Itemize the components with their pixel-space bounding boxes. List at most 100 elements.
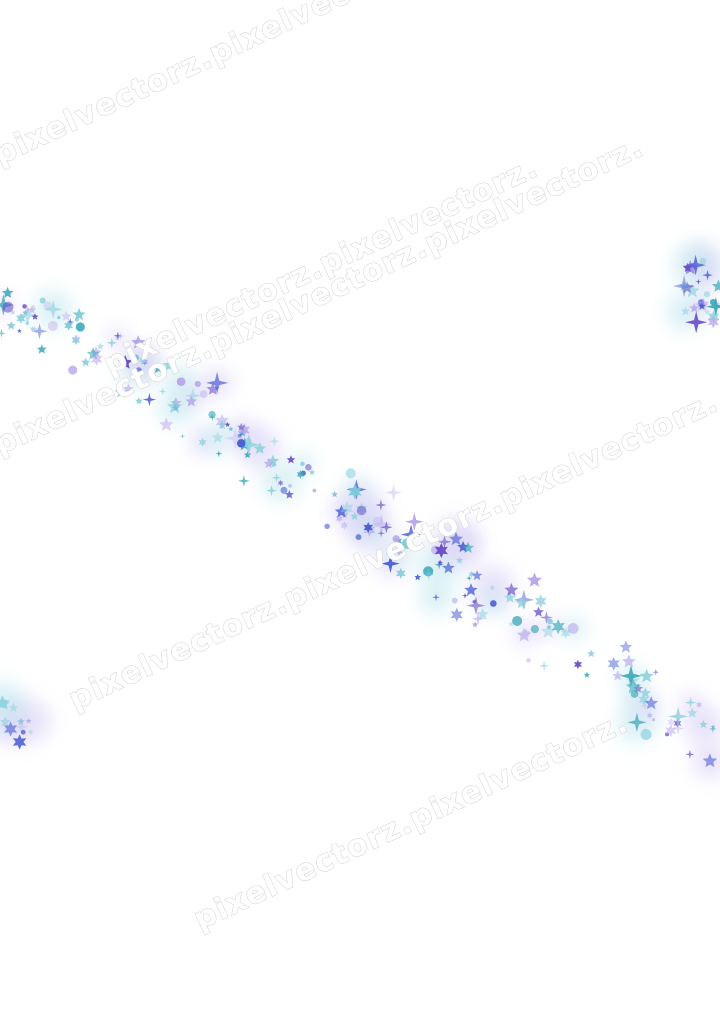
star-icon bbox=[36, 344, 47, 354]
twinkle-icon bbox=[709, 725, 717, 733]
snowflake-icon bbox=[335, 514, 344, 523]
star-icon bbox=[22, 309, 29, 316]
twinkle-icon bbox=[466, 596, 486, 615]
watermark-layer: pixelvectorz.pixelvectorz.pixelvectorz. … bbox=[0, 0, 720, 938]
dot-icon bbox=[392, 535, 400, 543]
star-icon bbox=[515, 596, 528, 609]
star-icon bbox=[504, 591, 516, 603]
star-icon bbox=[628, 681, 633, 685]
star-icon bbox=[131, 335, 146, 349]
twinkle-icon bbox=[702, 269, 713, 281]
star-icon bbox=[25, 718, 32, 724]
star-icon bbox=[504, 582, 519, 596]
star-icon bbox=[414, 573, 422, 581]
star-icon bbox=[253, 442, 266, 454]
star-icon bbox=[516, 627, 532, 642]
star-icon bbox=[25, 307, 31, 313]
snowflake-icon bbox=[651, 717, 656, 722]
snowflake-icon bbox=[340, 500, 354, 516]
twinkle-icon bbox=[540, 611, 553, 624]
dot-icon bbox=[20, 729, 26, 735]
star-icon bbox=[682, 260, 698, 275]
dot-icon bbox=[2, 301, 14, 313]
dot-icon bbox=[356, 505, 367, 516]
star-icon bbox=[508, 621, 514, 627]
snowflake-icon bbox=[277, 479, 284, 487]
snowflake-icon bbox=[434, 542, 448, 559]
star-icon bbox=[689, 303, 700, 313]
star-icon bbox=[114, 385, 128, 398]
twinkle-icon bbox=[671, 721, 685, 735]
twinkle-icon bbox=[381, 554, 400, 573]
twinkle-icon bbox=[268, 435, 280, 447]
twinkle-icon bbox=[400, 524, 422, 545]
dot-icon bbox=[512, 615, 523, 626]
watermark-text: pixelvectorz.pixelvectorz.pixelvectorz. bbox=[0, 129, 649, 462]
twinkle-icon bbox=[113, 331, 123, 340]
star-icon bbox=[685, 283, 700, 298]
star-icon bbox=[72, 333, 81, 343]
star-icon bbox=[449, 531, 463, 546]
snowflake-icon bbox=[665, 724, 677, 737]
star-icon bbox=[686, 707, 698, 718]
twinkle-icon bbox=[106, 337, 118, 349]
snowflake-icon bbox=[534, 594, 547, 608]
star-icon bbox=[31, 313, 39, 320]
snowflake-icon bbox=[561, 627, 571, 639]
twinkle-icon bbox=[209, 413, 216, 421]
dot-icon bbox=[199, 390, 208, 399]
snowflake-icon bbox=[551, 619, 565, 635]
star-icon bbox=[27, 728, 34, 735]
dot-icon bbox=[75, 322, 85, 332]
dot-icon bbox=[43, 301, 52, 310]
dot-icon bbox=[640, 728, 652, 740]
snowflake-icon bbox=[238, 423, 250, 437]
twinkle-icon bbox=[620, 664, 642, 687]
dot-icon bbox=[423, 566, 434, 577]
sparkle-particle-layer bbox=[0, 254, 720, 768]
snowflake-icon bbox=[607, 656, 620, 671]
twinkle-icon bbox=[639, 700, 651, 712]
snowflake-icon bbox=[468, 570, 475, 578]
snowflake-icon bbox=[10, 310, 15, 315]
dot-icon bbox=[208, 410, 216, 419]
snowflake-icon bbox=[4, 721, 18, 737]
dot-icon bbox=[39, 297, 46, 304]
twinkle-icon bbox=[685, 311, 708, 334]
star-icon bbox=[30, 304, 36, 310]
snowflake-icon bbox=[64, 320, 73, 331]
star-icon bbox=[533, 606, 544, 617]
star-icon bbox=[633, 683, 643, 693]
snowflake-icon bbox=[472, 599, 477, 605]
star-icon bbox=[225, 421, 231, 427]
snowflake-icon bbox=[638, 693, 649, 706]
twinkle-icon bbox=[668, 706, 688, 727]
dot-icon bbox=[236, 439, 246, 448]
star-icon bbox=[159, 417, 174, 431]
star-icon bbox=[60, 310, 72, 321]
dot-icon bbox=[176, 377, 186, 387]
dot-icon bbox=[703, 291, 711, 298]
twinkle-icon bbox=[179, 433, 186, 439]
twinkle-icon bbox=[685, 749, 695, 759]
star-icon bbox=[710, 724, 716, 730]
dot-icon bbox=[567, 622, 579, 634]
twinkle-icon bbox=[16, 304, 39, 327]
star-icon bbox=[217, 420, 228, 430]
twinkle-icon bbox=[706, 297, 720, 317]
dot-icon bbox=[530, 625, 539, 634]
snowflake-icon bbox=[296, 470, 305, 479]
star-icon bbox=[619, 640, 633, 653]
star-icon bbox=[271, 462, 276, 468]
star-icon bbox=[72, 307, 86, 321]
twinkle-icon bbox=[432, 593, 440, 602]
twinkle-icon bbox=[142, 392, 157, 407]
star-icon bbox=[583, 671, 591, 678]
star-icon bbox=[8, 702, 19, 712]
star-icon bbox=[135, 397, 143, 405]
dot-icon bbox=[305, 464, 312, 471]
snowflake-icon bbox=[139, 356, 147, 365]
twinkle-icon bbox=[31, 325, 39, 333]
twinkle-icon bbox=[377, 529, 386, 538]
dot-icon bbox=[710, 298, 717, 306]
